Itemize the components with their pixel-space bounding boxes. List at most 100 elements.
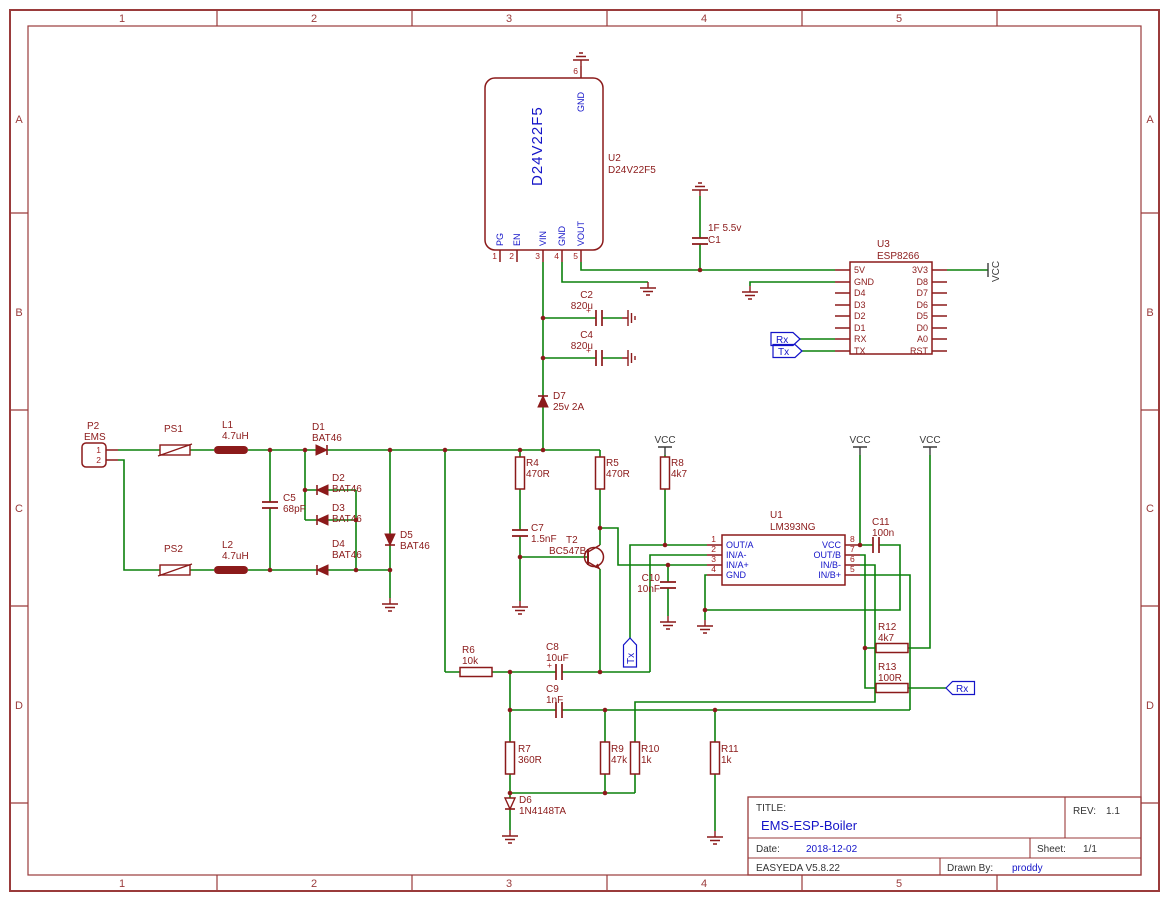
component-r10[interactable]: R10 1k — [629, 741, 660, 775]
u1-pin-number: 7 — [850, 544, 855, 554]
wire-row-c[interactable] — [509, 774, 636, 798]
junction-dot — [540, 447, 546, 453]
component-r12[interactable]: R12 4k7 — [875, 622, 909, 654]
component-r4[interactable]: R4 470R — [514, 456, 550, 490]
component-c2[interactable]: C2 820u + — [571, 290, 603, 327]
wire-out-a[interactable] — [629, 544, 707, 638]
component-r7[interactable]: R7 360R — [504, 741, 542, 775]
wire-r12-vcc[interactable] — [905, 455, 931, 649]
component-c7[interactable]: C7 1.5nF — [511, 523, 557, 545]
ground-icon[interactable] — [741, 285, 759, 300]
component-u2-regulator[interactable]: D24V22F5 U2 D24V22F5 1 2 3 4 5 6 PG EN V… — [484, 66, 656, 262]
tx-flag-u3[interactable]: Tx — [772, 343, 803, 359]
component-d7[interactable]: D7 25v 2A — [537, 391, 584, 413]
r11-value: 1k — [721, 755, 733, 766]
ground-icon[interactable] — [639, 281, 657, 296]
ground-icon[interactable] — [659, 615, 677, 630]
component-d4[interactable]: D4 BAT46 — [316, 539, 362, 576]
diode-icon — [316, 484, 329, 496]
component-r9[interactable]: R9 47k — [599, 741, 629, 775]
r7-value: 360R — [518, 755, 542, 766]
frame-col-label: 3 — [506, 878, 512, 890]
component-u3-esp8266[interactable]: U3 ESP8266 5V GND D4 D3 D2 D1 RX TX 3V3 … — [835, 239, 947, 356]
component-ps2[interactable]: PS2 — [157, 544, 193, 577]
component-d5[interactable]: D5 BAT46 — [384, 530, 430, 552]
u3-value: ESP8266 — [877, 251, 920, 262]
c10-ref: C10 — [642, 573, 661, 584]
component-p2-connector[interactable]: P2 EMS 1 2 — [81, 421, 118, 468]
junction-dot — [540, 315, 546, 321]
u1-pin-name: IN/A+ — [726, 560, 749, 570]
u1-body — [721, 534, 846, 586]
wire-in-b-minus[interactable] — [634, 564, 876, 742]
u2-pin-number: 1 — [492, 251, 497, 261]
component-d2[interactable]: D2 BAT46 — [316, 473, 362, 496]
u2-pin-name: VOUT — [576, 220, 586, 246]
ground-icon[interactable] — [511, 600, 529, 615]
junction-dot — [862, 645, 868, 651]
wire-d2d3-right[interactable] — [328, 489, 357, 570]
wire-u1-gnd[interactable] — [704, 574, 707, 620]
vcc-flag[interactable]: VCC — [987, 261, 1002, 282]
wire-collector-tap[interactable] — [600, 527, 668, 566]
ground-icon[interactable] — [621, 309, 636, 327]
component-r5[interactable]: R5 470R — [594, 456, 630, 490]
component-r13[interactable]: R13 100R — [875, 662, 909, 694]
wire-in-a-minus[interactable] — [649, 554, 707, 672]
wire-resistor-tops[interactable] — [509, 710, 716, 742]
vcc-flag[interactable]: VCC — [919, 435, 941, 456]
u1-pin-number: 2 — [711, 544, 716, 554]
component-d6[interactable]: D6 1N4148TA — [504, 795, 566, 817]
component-r6[interactable]: R6 10k — [459, 645, 493, 678]
resistor-icon — [594, 456, 606, 490]
component-c1[interactable]: 1F 5.5v C1 — [691, 223, 741, 246]
d5-value: BAT46 — [400, 541, 430, 552]
vcc-flag[interactable]: VCC — [654, 435, 676, 456]
ground-icon[interactable] — [572, 52, 590, 67]
ground-icon[interactable] — [621, 349, 636, 367]
junction-dot — [507, 669, 513, 675]
wire-u3-gnd[interactable] — [749, 281, 835, 286]
wire-in-b-plus[interactable] — [860, 574, 911, 710]
component-t2-transistor[interactable]: T2 BC547B — [549, 535, 605, 570]
wire-ems-line2[interactable] — [118, 459, 390, 571]
ground-icon[interactable] — [706, 830, 724, 845]
component-c10[interactable]: C10 10nF — [637, 573, 677, 595]
frame-row-label: B — [1146, 307, 1153, 319]
component-c8[interactable]: C8 10uF + — [546, 642, 569, 681]
rx-flag-right[interactable]: Rx — [945, 680, 976, 696]
component-c5[interactable]: C5 68pF — [261, 493, 306, 515]
wire-5v-rail[interactable] — [580, 262, 835, 271]
ground-icon[interactable] — [691, 182, 709, 197]
u1-pin-name: VCC — [822, 540, 842, 550]
component-r8[interactable]: R8 4k7 — [659, 456, 688, 490]
c7-ref: C7 — [531, 523, 544, 534]
wire-c11-return[interactable] — [705, 544, 901, 611]
polarity-plus: + — [547, 660, 552, 670]
component-c11[interactable]: C11 100n — [872, 517, 894, 554]
diode-icon — [384, 533, 396, 546]
capacitor-icon — [872, 536, 880, 554]
component-d3[interactable]: D3 BAT46 — [316, 503, 362, 526]
ground-icon[interactable] — [696, 619, 714, 634]
component-c9[interactable]: C9 1nF — [546, 684, 563, 719]
ground-icon[interactable] — [501, 829, 519, 844]
tx-flag-comparator[interactable]: Tx — [622, 637, 638, 668]
component-l2[interactable]: L2 4.7uH — [214, 540, 249, 574]
vcc-flag[interactable]: VCC — [849, 435, 871, 456]
resistor-icon — [599, 741, 611, 775]
ground-icon[interactable] — [381, 597, 399, 612]
component-ps1[interactable]: PS1 — [157, 424, 193, 457]
u1-pin-number: 8 — [850, 534, 855, 544]
component-r11[interactable]: R11 1k — [709, 741, 740, 775]
component-l1[interactable]: L1 4.7uH — [214, 420, 249, 454]
wire-u2-gnd[interactable] — [561, 262, 648, 283]
wire-row-b[interactable] — [509, 672, 910, 711]
wire-d2d3-left[interactable] — [304, 450, 317, 521]
component-u1-comparator[interactable]: U1 LM393NG OUT/A IN/A- IN/A+ GND VCC OUT… — [707, 510, 860, 586]
component-d1[interactable]: D1 BAT46 — [312, 422, 342, 456]
u1-pin-name: IN/B+ — [818, 570, 841, 580]
component-c4[interactable]: C4 820u + — [571, 330, 603, 367]
r9-value: 47k — [611, 755, 628, 766]
